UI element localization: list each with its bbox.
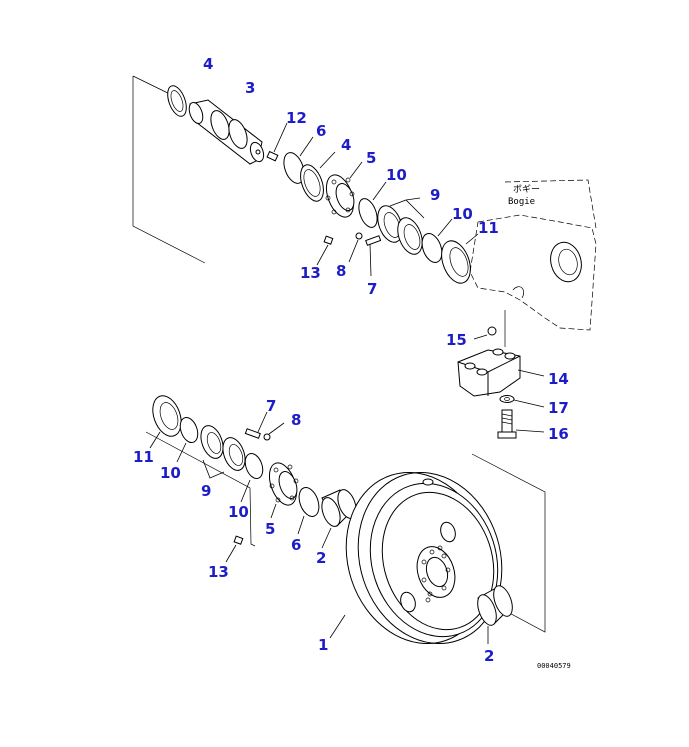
part-11-seal-lower [149,395,182,449]
part-10-ring-lower-a [176,416,199,463]
document-id: 00040579 [537,662,571,670]
bogie-note-jp: ボギー [513,184,540,195]
callout-part-10: 10 [228,503,249,521]
part-11-seal-upper [441,233,479,284]
part-2-bushing-right [477,585,513,644]
part-9-bearing-upper [377,197,425,255]
part-2-bushing-left [321,489,357,549]
part-13-plug-lower [225,535,244,563]
callout-part-2: 2 [316,549,326,567]
part-15-grease-fitting [473,326,497,340]
callout-labels: 4 3 12 6 4 5 10 9 10 11 13 8 7 15 14 17 … [133,55,569,665]
part-5-collar-lower [268,462,299,519]
callout-part-10: 10 [452,205,473,223]
part-5-collar-upper [325,161,363,218]
callout-part-10: 10 [160,464,181,482]
part-9-bearing-lower [200,425,246,479]
callout-part-11: 11 [133,448,154,466]
callout-part-14: 14 [548,370,569,388]
part-1-idler-wheel [329,471,503,645]
parts-13-8-7-upper [316,232,382,277]
callout-part-7: 7 [266,397,276,415]
bogie-phantom [469,179,597,347]
part-6-oring-upper [283,136,314,184]
part-10-ring-lower-b [240,452,264,503]
part-12-plug [266,122,288,162]
callout-part-1: 1 [318,636,328,654]
callout-part-16: 16 [548,425,569,443]
callout-part-6: 6 [291,536,301,554]
lower-frame-lines [145,431,546,633]
callout-part-12: 12 [286,109,307,127]
callout-part-9: 9 [201,482,211,500]
part-4-plate-upper [167,85,187,117]
callout-part-8: 8 [291,411,301,429]
callout-part-11: 11 [478,219,499,237]
callout-part-5: 5 [265,520,275,538]
callout-part-7: 7 [367,280,377,298]
callout-part-10: 10 [386,166,407,184]
bogie-note-en: Bogie [508,197,535,207]
callout-part-5: 5 [366,149,376,167]
part-16-bolt [497,409,545,439]
callout-part-6: 6 [316,122,326,140]
part-10-ring-upper-a [358,181,387,228]
callout-part-15: 15 [446,331,467,349]
callout-part-2: 2 [484,647,494,665]
part-6-oring-lower [297,487,320,535]
callout-part-17: 17 [548,399,569,417]
callout-part-3: 3 [245,79,255,97]
part-4-plate-middle [300,151,336,202]
callout-part-13: 13 [300,264,321,282]
callout-part-9: 9 [430,186,440,204]
callout-part-4: 4 [341,136,351,154]
callout-part-13: 13 [208,563,229,581]
parts-7-8-lower [244,411,285,441]
part-14-bracket [457,348,545,397]
part-3-shaft [188,99,265,165]
callout-part-8: 8 [336,262,346,280]
callout-part-4: 4 [203,55,213,73]
part-17-washer [499,395,545,408]
part-10-ring-upper-b [421,218,453,263]
